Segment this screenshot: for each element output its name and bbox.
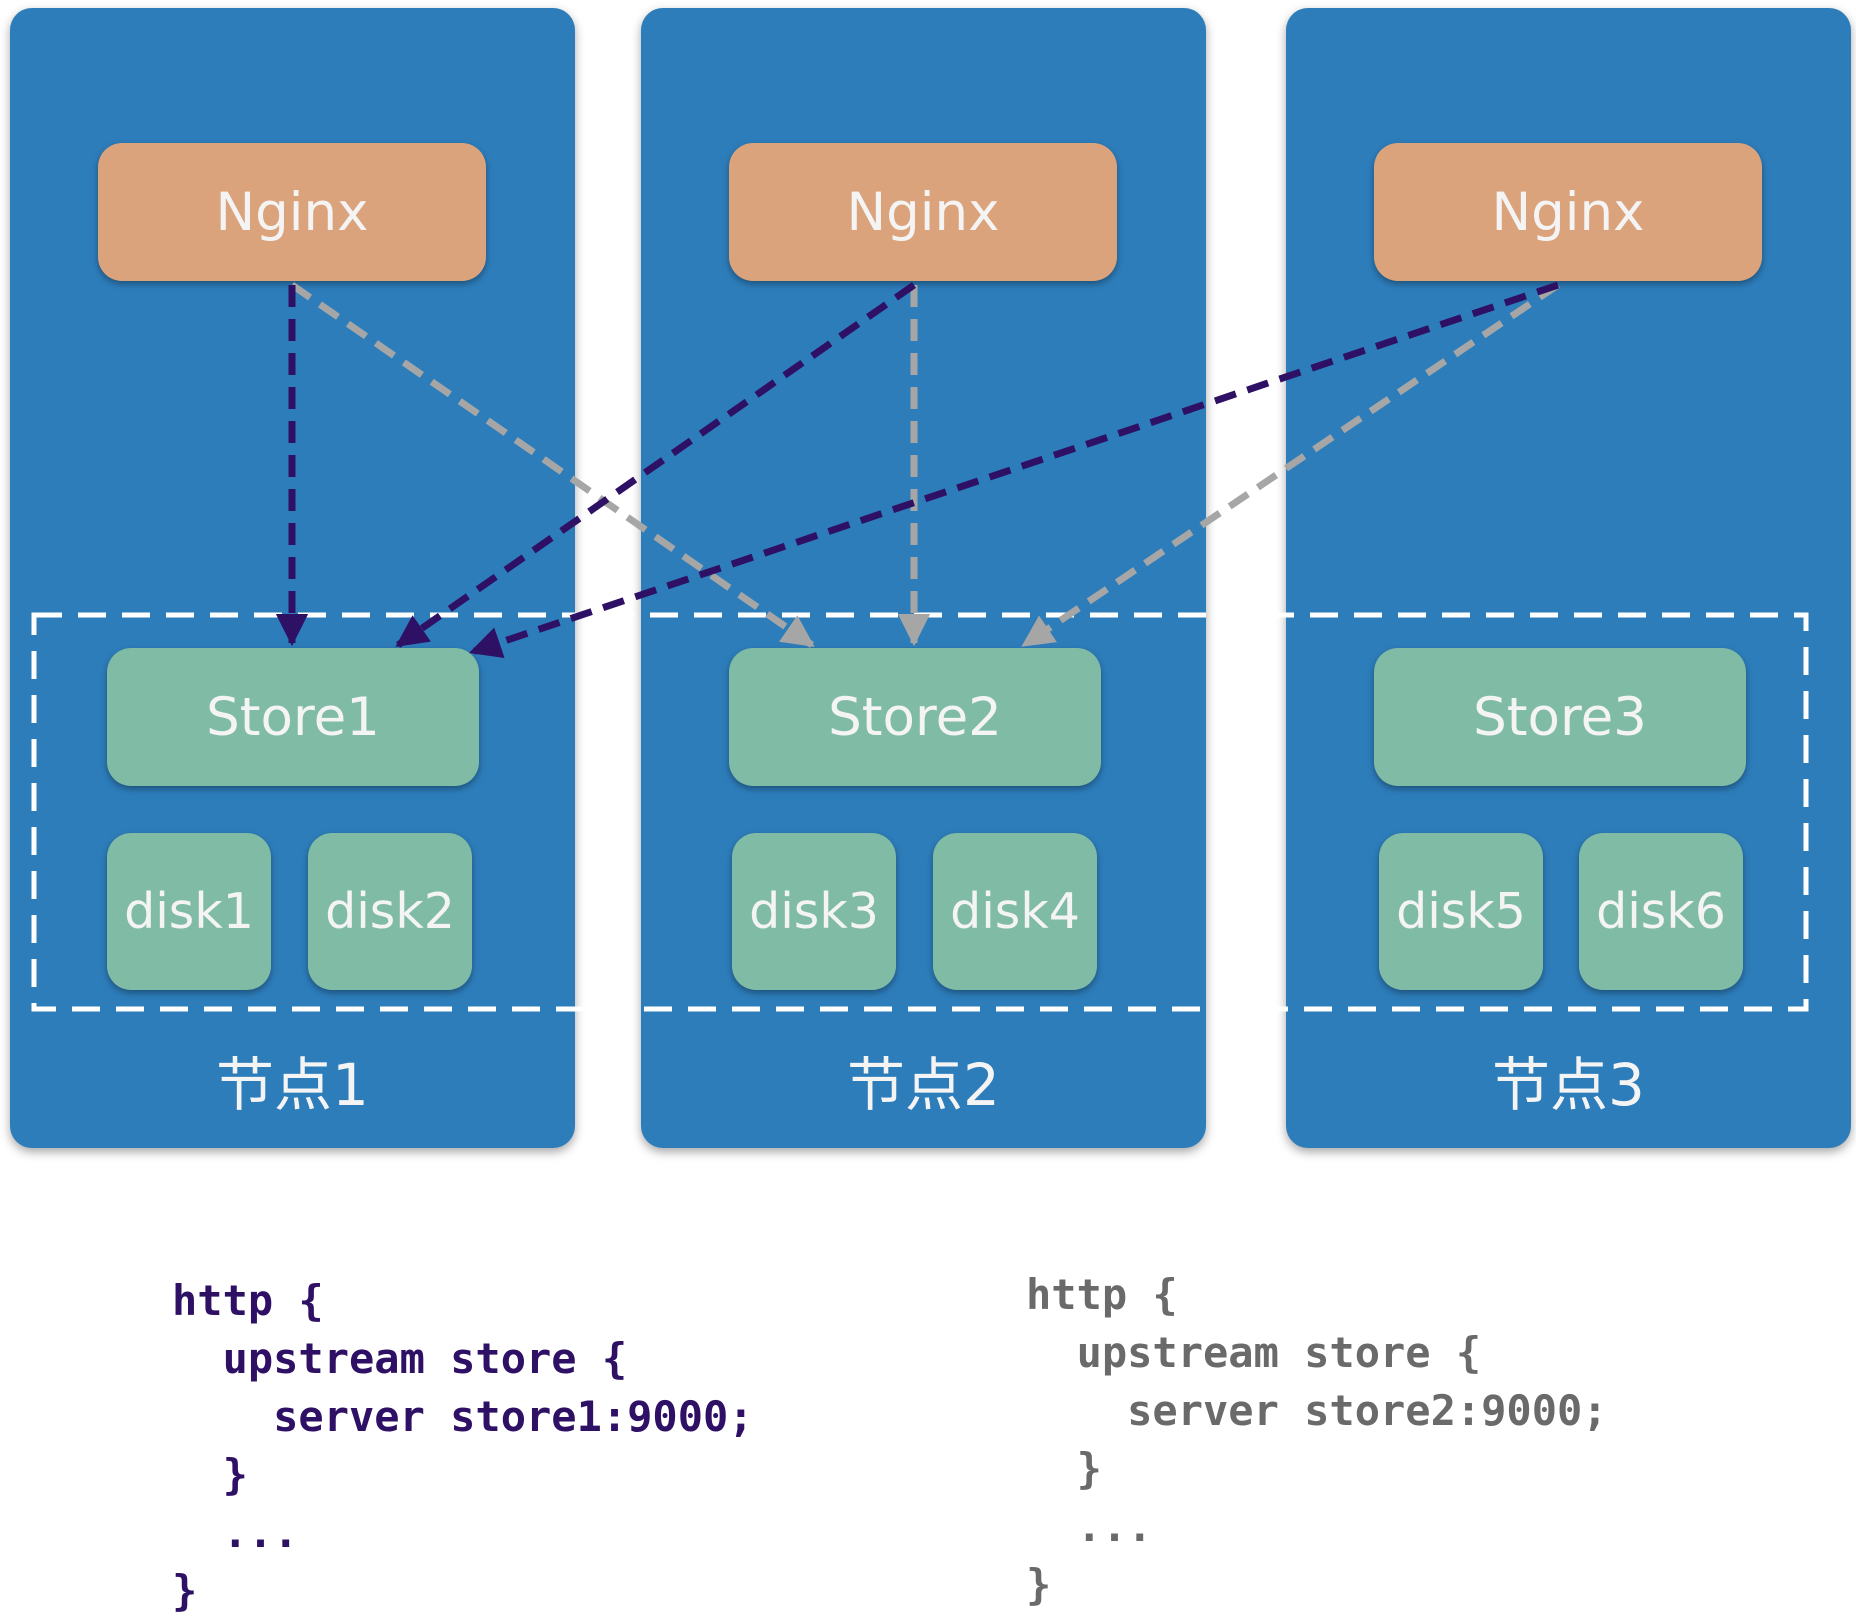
node-label-2: 节点2: [847, 1051, 1000, 1119]
node-label-1: 节点1: [216, 1051, 369, 1119]
nginx-box-2: Nginx: [729, 143, 1117, 281]
disk-box-5: disk5: [1379, 833, 1543, 990]
node-panel-2: Nginx Store2 disk3 disk4 节点2: [641, 8, 1206, 1148]
config-line: ...: [1026, 1502, 1153, 1551]
store-box-2: Store2: [729, 648, 1101, 786]
nginx-config-store1: http { upstream store { server store1:90…: [172, 1272, 754, 1620]
node-panel-1: Nginx Store1 disk1 disk2 节点1: [10, 8, 575, 1148]
disk-box-6: disk6: [1579, 833, 1743, 990]
config-line: }: [172, 1566, 198, 1615]
config-line: upstream store {: [172, 1334, 628, 1383]
config-line: server store1:9000;: [172, 1392, 754, 1441]
config-line: }: [172, 1450, 248, 1499]
disk-box-3: disk3: [732, 833, 896, 990]
disk-box-4: disk4: [933, 833, 1097, 990]
disk-box-2: disk2: [308, 833, 472, 990]
node-label-3: 节点3: [1492, 1051, 1645, 1119]
store-box-1: Store1: [107, 648, 479, 786]
nginx-config-store2: http { upstream store { server store2:90…: [1026, 1266, 1608, 1614]
config-line: upstream store {: [1026, 1328, 1482, 1377]
node-panel-3: Nginx Store3 disk5 disk6 节点3: [1286, 8, 1851, 1148]
config-line: }: [1026, 1560, 1052, 1609]
config-line: }: [1026, 1444, 1102, 1493]
nginx-box-1: Nginx: [98, 143, 486, 281]
config-line: http {: [172, 1276, 324, 1325]
disk-box-1: disk1: [107, 833, 271, 990]
config-line: http {: [1026, 1270, 1178, 1319]
config-line: server store2:9000;: [1026, 1386, 1608, 1435]
config-line: ...: [172, 1508, 299, 1557]
nginx-box-3: Nginx: [1374, 143, 1762, 281]
store-box-3: Store3: [1374, 648, 1746, 786]
